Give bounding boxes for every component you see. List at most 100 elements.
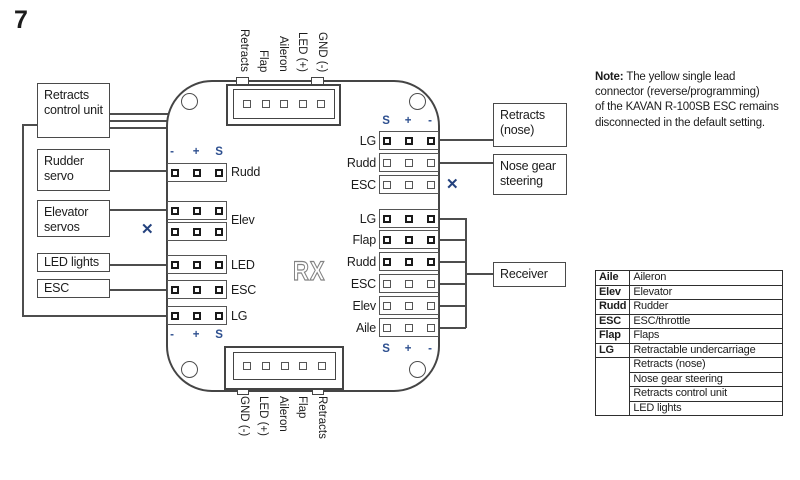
bottom-edge-connector-inner [233,352,336,380]
port-elev-rx [379,296,439,315]
wire-stub-lg [439,218,466,220]
port-aile-rx [379,318,439,337]
wire-to-receiver [465,273,494,275]
callout-retracts-control-unit: Retracts control unit [37,83,110,138]
pin [405,180,413,189]
wire-elevator-servos [109,209,168,211]
pin [171,168,179,177]
port-lg-rx [379,209,439,228]
pin [383,323,391,332]
pin [405,136,413,145]
port-rudd-left [167,163,227,182]
bottom-edge-label-gnd: GND (-) [238,396,250,437]
pin [193,168,201,177]
polarity-signal: S [215,329,223,341]
pin [427,301,435,310]
pin [171,311,179,320]
table-row: Retracts (nose) [594,357,784,416]
port-elev2-left [167,222,227,241]
pin [280,100,288,108]
pin [193,285,201,294]
port-esc-top [379,175,439,194]
pin [383,257,391,266]
top-edge-connector-inner [233,89,335,119]
port-label-led: LED [231,258,255,272]
legend-abbr: Flap [594,328,631,344]
port-label-rudd: Rudd [346,255,376,269]
wire-rudder-servo [109,170,168,172]
pin [261,100,270,108]
port-label-rudd: Rudd [346,156,376,170]
wire-retracts-unit-to-lg [22,315,168,317]
note-line: of the KAVAN R-100SB ESC remains [595,101,779,114]
port-label-rudd: Rudd [231,165,261,179]
bottom-edge-label-aileron: Aileron [277,396,289,432]
port-label-esc: ESC [350,178,376,192]
wire-esc [109,289,168,291]
legend-desc: Flaps [629,328,784,344]
pin [383,235,391,244]
legend-desc: Aileron [629,270,784,286]
legend-abbr: Rudd [594,299,631,315]
top-edge-label-retracts: Retracts [238,29,250,72]
port-label-lg: LG [359,134,376,148]
wire-retracts-unit-left [22,124,38,126]
legend-desc: Retracts control unit [629,386,784,402]
pin [427,323,435,332]
polarity-plus: + [404,343,412,355]
pin [405,257,413,266]
table-row: LED lights [596,400,784,416]
pin [427,158,435,167]
pin [383,214,391,223]
legend-desc: Rudder [629,299,784,315]
page-number: 7 [14,6,28,34]
pin [427,279,435,288]
pin [427,235,435,244]
pin [317,100,325,108]
port-label-lg: LG [231,309,248,323]
port-led-left [167,255,227,274]
pin [215,206,223,215]
wire-stub-flap [439,239,466,241]
pin [171,206,179,215]
pin [405,235,413,244]
polarity-minus: - [170,146,174,158]
pin [383,158,391,167]
wire-retracts-unit-down [22,124,24,316]
legend-abbr: ESC [594,313,631,329]
note-prefix: Note: [595,71,624,83]
wire-lg-to-retracts-nose [439,139,494,141]
legend-desc: Elevator [629,284,784,300]
bottom-edge-label-retracts: Retracts [316,396,328,439]
wire-stub-rudd [439,261,466,263]
top-edge-label-flap: Flap [257,49,269,72]
pin [405,279,413,288]
wire-stub-esc [439,283,466,285]
pin [193,260,201,269]
port-label-elev: Elev [352,299,376,313]
note-line: connector (reverse/programming) [595,86,760,99]
note-line: Note:The yellow single lead [595,71,736,83]
wire-retracts-unit-1 [109,113,169,115]
pin [215,285,223,294]
legend-desc: LED lights [629,400,784,416]
port-esc-rx [379,274,439,293]
port-lg-left [167,306,227,325]
callout-esc: ESC [37,279,110,298]
wire-retracts-unit-2 [109,120,168,122]
pin [383,180,391,189]
top-edge-label-gnd: GND (-) [316,31,328,72]
pin [383,301,391,310]
pin [215,311,223,320]
legend-desc: Retracts (nose) [629,357,784,373]
mounting-hole [409,361,426,378]
pin [427,257,435,266]
polarity-signal: S [382,115,390,127]
port-label-esc: ESC [350,277,376,291]
pin [171,260,179,269]
